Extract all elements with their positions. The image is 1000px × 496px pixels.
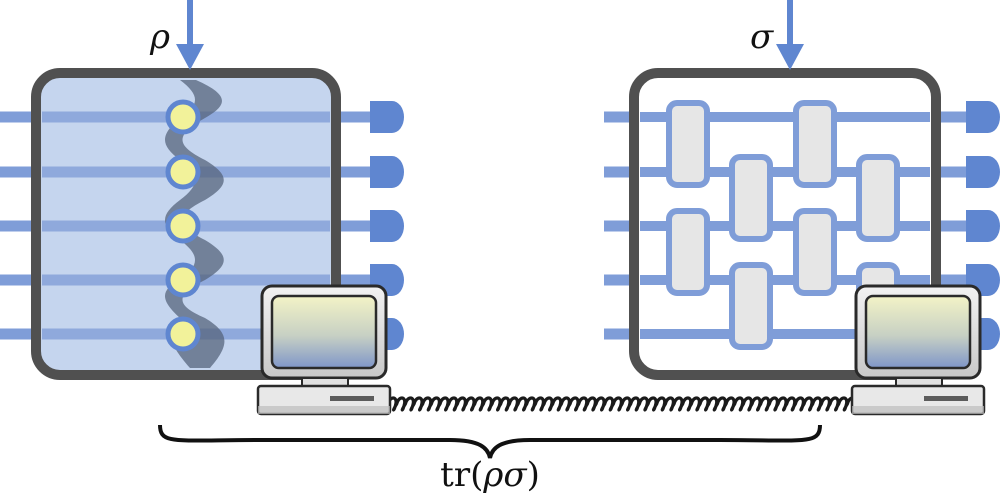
down-arrow-icon — [776, 44, 804, 70]
qubit-dot — [165, 154, 201, 190]
gate-block — [856, 154, 900, 242]
trace-expression: tr(ρσ) — [440, 455, 540, 495]
computer-icon — [256, 284, 392, 416]
gate-block — [793, 208, 837, 296]
output-plug — [966, 101, 1000, 133]
gate-block — [729, 262, 773, 350]
computer-icon — [850, 284, 986, 416]
qubit-dot — [165, 99, 201, 135]
coiled-cable-icon — [386, 396, 858, 412]
gate-layer — [666, 100, 900, 350]
left-computer — [256, 284, 392, 416]
output-plug — [966, 156, 1000, 188]
rho-arrow — [176, 0, 204, 70]
cable-coil — [386, 396, 858, 412]
sigma-arrow — [776, 0, 804, 70]
output-plug — [966, 210, 1000, 242]
output-plug — [370, 210, 404, 242]
monitor-screen — [270, 294, 378, 370]
qubit-dots — [165, 99, 201, 352]
gate-block — [666, 208, 710, 296]
curly-brace-icon — [158, 424, 822, 459]
right-computer — [850, 284, 986, 416]
qubit-dot — [165, 262, 201, 298]
gate-block — [666, 100, 710, 188]
qubit-dot — [165, 316, 201, 352]
sigma-label: σ — [750, 17, 774, 57]
output-plug — [370, 101, 404, 133]
gate-block — [793, 100, 837, 188]
gate-block — [729, 154, 773, 242]
qubit-dot — [165, 208, 201, 244]
down-arrow-icon — [176, 44, 204, 70]
output-plug — [370, 156, 404, 188]
rho-label: ρ — [149, 17, 170, 57]
monitor-screen — [864, 294, 972, 370]
